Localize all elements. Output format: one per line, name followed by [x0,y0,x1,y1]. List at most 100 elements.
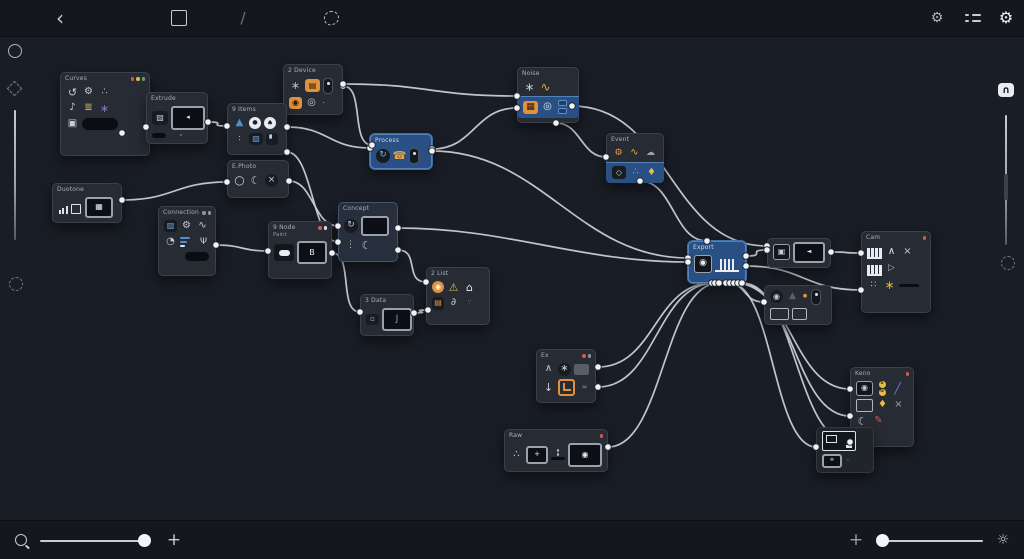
thumb-icon[interactable]: ▨ [152,110,168,125]
node-items9[interactable]: 9 Items▲●♠∶▧▘ [227,103,287,155]
assist-settings-button[interactable]: ⚙ [926,0,948,36]
call-icon[interactable]: ☎ [392,149,407,162]
frame-a-icon[interactable] [770,307,789,320]
flag-icon[interactable]: ▷ [888,263,895,273]
prop-icon[interactable]: ∗ [524,80,535,94]
nib-icon[interactable]: ✎ [874,415,883,426]
antenna-icon[interactable]: Ψ [199,236,208,247]
joy-display[interactable]: J [382,307,412,331]
layer-list-button[interactable] [962,0,984,36]
node-list2[interactable]: 2 List◉⚠⌂▤∂∵ [426,267,490,325]
corner-dot[interactable]: ▪ [179,132,183,137]
shape-circle-tool[interactable] [8,44,22,58]
node-ephoto[interactable]: E.Photo○☾× [227,160,289,198]
undo-icon[interactable]: ↺ [67,85,78,99]
histogram-icon[interactable] [58,201,82,214]
loop-select-tool[interactable] [9,277,23,291]
machine-icon[interactable] [822,430,856,451]
layers-icon[interactable]: ≣ [84,102,93,113]
id-button[interactable]: ▦ [85,196,113,218]
bell-icon[interactable]: ◉ [432,281,444,293]
cluster-icon[interactable]: ∗ [99,101,110,115]
gears-icon[interactable]: ⚙ [84,86,93,97]
fence2-icon[interactable] [867,262,882,276]
sync-icon[interactable]: ↻ [376,148,390,163]
orange-dot[interactable]: ● [802,293,808,299]
zoom-out-button[interactable] [10,522,32,558]
fence-icon[interactable] [867,245,882,259]
peak-icon[interactable]: ∧ [887,245,896,257]
slot-ports[interactable] [557,100,567,114]
spiral-icon[interactable] [558,378,575,396]
mask-icon[interactable] [274,244,294,261]
wrench-icon[interactable]: ⚙ [614,147,623,158]
note-icon[interactable]: ♪ [69,102,76,113]
ring-icon[interactable]: ◎ [307,97,316,108]
detail-plus-button[interactable]: + [846,522,866,558]
focus-ring-tool[interactable] [1001,256,1015,270]
node-device2[interactable]: 2 Device∗▤◉◎· [283,64,343,115]
node-curves[interactable]: Curves↺⚙∴♪≣∗▣ [60,72,150,156]
node-rig[interactable]: ≡· [816,427,874,473]
mini-dot[interactable]: · [847,456,849,464]
node-cam[interactable]: Cam∧×▷∷∗ [861,231,931,313]
prism-icon[interactable]: ▲ [789,291,796,301]
range-slider[interactable] [899,283,919,287]
lasso-tool-button[interactable] [320,0,342,36]
scatter-icon[interactable]: ∴ [101,86,108,97]
photo-icon[interactable]: ▨ [164,220,177,232]
capsule-port[interactable] [409,147,419,164]
display-icon[interactable]: ◂ [171,105,205,130]
fox-icon[interactable]: ♦ [878,399,887,410]
detail-slider[interactable] [877,540,983,542]
star-icon[interactable]: ∗ [558,362,571,376]
doc-icon[interactable]: ▤ [432,296,444,310]
home-icon[interactable]: ⌂ [466,280,473,294]
swoosh-icon[interactable]: ∿ [540,80,551,94]
frame-b-icon[interactable] [792,307,807,320]
node-extrude[interactable]: Extrude▨◂▪ [146,92,208,144]
capsule-port[interactable] [323,77,333,94]
settings-button[interactable]: ⚙ [994,0,1018,36]
lens-icon[interactable]: ◉ [770,290,783,303]
ring-icon[interactable]: ○ [234,173,245,187]
export-panel-button[interactable]: ∩ [998,83,1014,97]
card-icon[interactable]: ▤ [305,79,320,92]
spade-icon[interactable]: ♠ [264,117,276,129]
node-preview[interactable]: ▣◄ [767,238,831,268]
pen-icon[interactable]: ╱ [894,381,901,395]
curve-icon[interactable]: ☾ [857,414,868,428]
moon-icon[interactable]: ☾ [250,173,261,187]
monitor-icon[interactable]: ◉ [568,442,602,467]
left-rail-slider[interactable] [14,110,16,240]
back-button[interactable]: ‹ [48,0,72,36]
sequencer-icon[interactable] [715,255,739,272]
eq-icon[interactable] [180,236,194,248]
wave-icon[interactable]: ∿ [198,220,207,231]
loop-icon[interactable]: ∂ [450,297,457,308]
node-event[interactable]: Event⚙∿☁◇∴♦ [606,133,664,183]
pins-icon[interactable]: ⋮ [346,239,355,250]
right-rail-slider-handle[interactable] [1004,173,1008,200]
copy-icon[interactable]: ▣ [67,118,78,129]
down-icon[interactable]: ↓ [543,380,554,394]
node-duotone[interactable]: Duotone▦ [52,183,122,223]
photo-icon[interactable]: ▧ [249,133,263,145]
thumb-icon[interactable]: ▫ [366,313,379,325]
node-noise[interactable]: Noise∗∿▦◎ [517,67,579,123]
brightness-button[interactable]: ☼ [992,522,1014,558]
node-export[interactable]: Export◉ [688,241,746,283]
hand-icon[interactable]: ♦ [647,166,656,178]
node-ex[interactable]: Ex∧∗↓≍ [536,349,596,403]
swatch-icon[interactable] [574,363,589,375]
zoom-slider-left[interactable] [40,540,150,542]
spacer[interactable] [164,252,182,261]
node-concept[interactable]: Concept↻⋮☾ [338,202,398,262]
tag-pill[interactable] [152,132,166,138]
gesture-icon[interactable]: ∗ [290,79,301,92]
snap-diamond-tool[interactable] [6,80,23,97]
node-data3[interactable]: 3 Data▫J [360,294,414,336]
donut-icon[interactable]: ● [249,117,261,129]
detail-slider-knob[interactable] [875,534,889,547]
